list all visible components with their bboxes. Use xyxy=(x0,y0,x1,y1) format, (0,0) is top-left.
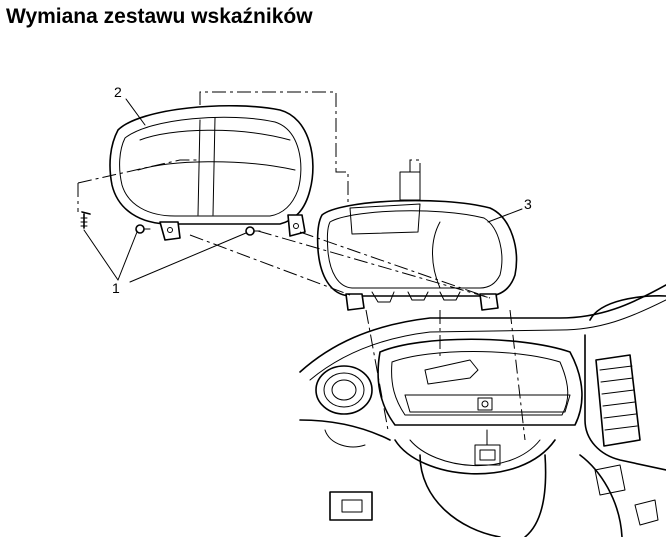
page-title: Wymiana zestawu wskaźników xyxy=(6,5,313,28)
cluster-bezel xyxy=(109,104,314,241)
leader-2 xyxy=(125,98,146,126)
leader-1b xyxy=(117,231,138,281)
callout-3: 3 xyxy=(524,196,532,212)
leader-3 xyxy=(487,208,523,223)
instrument-cluster xyxy=(316,171,518,311)
screw-right xyxy=(245,226,261,236)
instrument-panel xyxy=(299,284,666,537)
screw-left xyxy=(80,211,91,229)
screw-middle xyxy=(135,224,151,234)
leader-1c xyxy=(129,232,247,283)
alignment-lines xyxy=(77,91,526,441)
callout-2: 2 xyxy=(114,84,122,100)
screws xyxy=(80,211,261,236)
leader-1a xyxy=(83,229,119,281)
callout-1: 1 xyxy=(112,280,120,296)
